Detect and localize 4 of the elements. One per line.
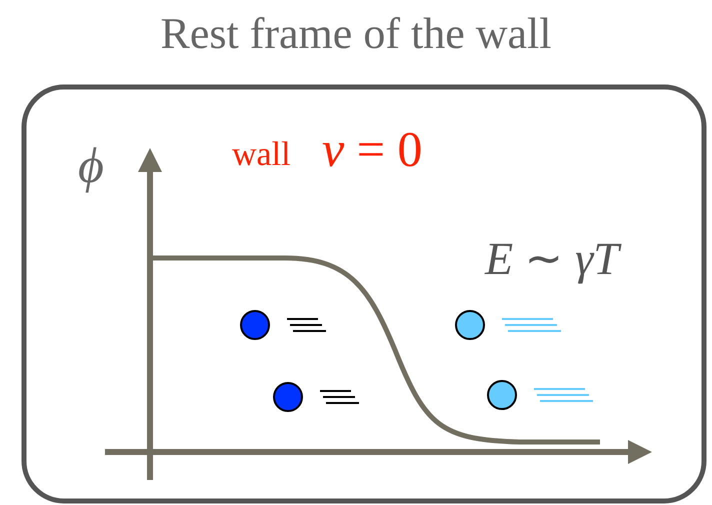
wall-label: wall bbox=[232, 138, 291, 172]
energy-label: E ∼ γT bbox=[485, 236, 619, 282]
velocity-label: v = 0 bbox=[322, 124, 422, 174]
title: Rest frame of the wall bbox=[160, 12, 552, 56]
